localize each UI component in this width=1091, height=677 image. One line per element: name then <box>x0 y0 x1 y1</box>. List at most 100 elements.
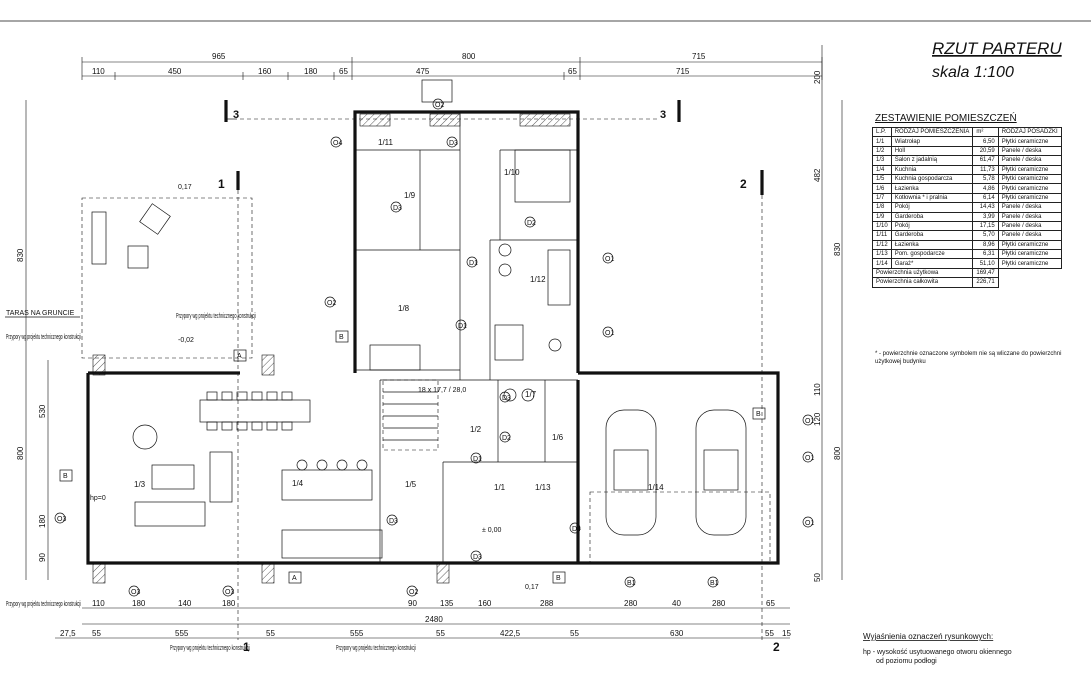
schedule-cell-area: 3,99 <box>972 211 999 222</box>
schedule-cell-room: Salon z jadalnią <box>890 155 974 166</box>
code-o2-top: O2 <box>435 102 444 109</box>
dim-bottom-90: 90 <box>408 599 417 608</box>
kitchen-island <box>281 459 383 559</box>
code-b1-a: B1 <box>627 580 636 587</box>
dim-left-90: 90 <box>38 553 47 562</box>
schedule-total-value: 226,71 <box>972 277 999 288</box>
schedule-cell-floor: Płytki ceramiczne <box>997 249 1062 260</box>
schedule-cell-lp: 1/11 <box>872 230 892 241</box>
drawing-title: RZUT PARTERU <box>932 39 1062 58</box>
dim-right-482: 482 <box>813 168 822 182</box>
stairs-label: 18 x 17,7 / 28,0 <box>418 387 466 394</box>
dim-top2-160: 160 <box>258 67 272 76</box>
schedule-cell-floor: Panele / deska <box>997 211 1062 222</box>
room-1-5: 1/5 <box>405 480 417 489</box>
schedule-total-usable-row: Powierzchnia użytkowa 169,47 <box>871 267 1062 279</box>
struct-note-left-2: Przypory wg projektu technicznego konstr… <box>6 601 81 608</box>
schedule-cell-floor: Płytki ceramiczne <box>997 173 1062 185</box>
schedule-cell-room: Garderoba <box>890 211 974 222</box>
schedule-cell-lp: 1/5 <box>872 173 892 185</box>
code-d1-a: D1 <box>469 260 478 267</box>
schedule-cell-floor: Płytki ceramiczne <box>997 258 1062 269</box>
schedule-cell-area: 8,96 <box>972 239 999 251</box>
dim-left-180: 180 <box>38 514 47 528</box>
pillar-mid-top <box>261 354 275 376</box>
room-schedule-table: L.P. RODZAJ POMIESZCZENIA m² RODZAJ POSA… <box>871 126 1062 288</box>
dim-left-530: 530 <box>38 404 47 418</box>
pillar-right-bottom <box>436 562 450 584</box>
section-3-left-label: 3 <box>233 109 239 121</box>
schedule-cell-area: 5,78 <box>972 173 999 185</box>
dim-bottom-110: 110 <box>92 599 105 608</box>
schedule-cell-room: Pokój <box>890 220 974 232</box>
dim-top-800: 800 <box>462 52 476 61</box>
section-1-bottom-label: 1 <box>243 640 250 654</box>
dim-top2-65a: 65 <box>339 67 348 76</box>
wall-hatch-3 <box>519 113 571 127</box>
schedule-cell-room: Pokój <box>890 202 974 213</box>
dim-right-50: 50 <box>813 573 822 582</box>
pillar-left-top <box>92 354 106 376</box>
section-b-box-right <box>752 407 766 420</box>
schedule-cell-floor: Płytki ceramiczne <box>997 136 1062 147</box>
section-a-bottom-label: A <box>292 575 297 582</box>
dim-bottom-160: 160 <box>478 599 492 608</box>
dim-top-715: 715 <box>692 52 706 61</box>
garage-cars <box>589 409 771 563</box>
code-o1-a: O1 <box>605 256 614 263</box>
room-1-6: 1/6 <box>552 433 564 442</box>
schedule-cell-lp: 1/14 <box>872 258 892 269</box>
dim-right-110: 110 <box>813 383 822 396</box>
room-1-1: 1/1 <box>494 483 506 492</box>
bottom-dimension-lines <box>55 607 790 639</box>
bedroom-beds <box>369 149 571 371</box>
schedule-total-row: Powierzchnia całkowita 226,71 <box>871 277 1062 288</box>
dim-top-965: 965 <box>212 52 226 61</box>
schedule-cell-lp: 1/3 <box>872 155 892 166</box>
dim-bottom2-555b: 555 <box>350 629 364 638</box>
schedule-total-usable-label: Powierzchnia użytkowa <box>871 267 974 279</box>
code-d3-e: D3 <box>473 554 482 561</box>
schedule-cell-room: Garaż* <box>890 258 974 269</box>
struct-note-top: Przypory wg projektu technicznego konstr… <box>176 313 256 320</box>
section-3-right-label: 3 <box>660 109 666 121</box>
code-o1-b: O1 <box>605 330 614 337</box>
dim-right-800: 800 <box>833 446 842 460</box>
schedule-cell-room: Kotłownia * i pralnia <box>890 192 974 204</box>
schedule-cell-floor: Panele / deska <box>997 230 1062 241</box>
schedule-cell-floor: Panele / deska <box>997 220 1062 232</box>
schedule-cell-lp: 1/7 <box>872 192 892 204</box>
level-terrace: 0,17 <box>178 184 192 191</box>
room-1-8: 1/8 <box>398 304 410 313</box>
dim-left-830: 830 <box>16 248 25 262</box>
dim-bottom-280a: 280 <box>624 599 638 608</box>
schedule-cell-area: 20,59 <box>972 145 999 157</box>
dim-top2-110: 110 <box>92 67 105 76</box>
code-o4: O4 <box>333 140 342 147</box>
dim-top2-65b: 65 <box>568 67 577 76</box>
dining-table <box>199 391 311 431</box>
schedule-cell-room: Łazienka <box>890 183 974 194</box>
room-1-3: 1/3 <box>134 480 146 489</box>
schedule-cell-floor: Płytki ceramiczne <box>997 192 1062 204</box>
window-door-markers <box>54 98 814 597</box>
dim-bottom2-15: 15 <box>782 629 791 638</box>
legend-title: Wyjaśnienia oznaczeń rysunkowych: <box>863 632 993 641</box>
schedule-cell-area: 5,70 <box>972 230 999 241</box>
section-a-box-top <box>233 349 247 362</box>
terrace-armchair <box>139 203 171 235</box>
code-b1-b: B1 <box>710 580 719 587</box>
schedule-cell-floor: Panele / deska <box>997 202 1062 213</box>
schedule-cell-floor: Panele / deska <box>997 145 1062 157</box>
schedule-header-room: RODZAJ POMIESZCZENIA <box>890 126 974 138</box>
